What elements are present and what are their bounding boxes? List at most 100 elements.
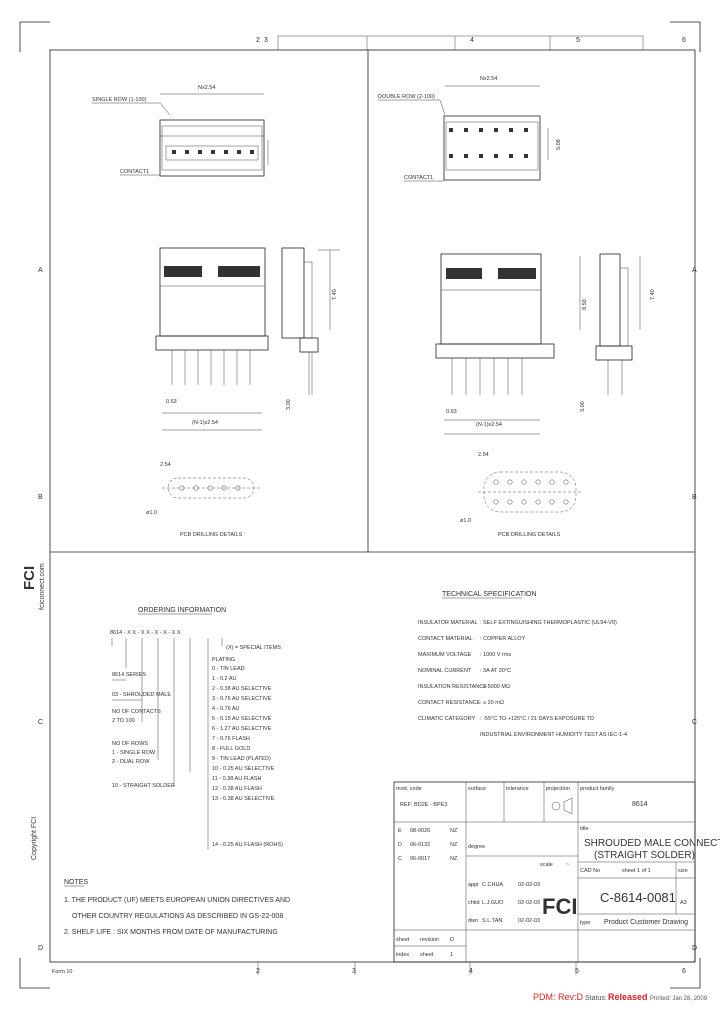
spec-value-5: : ≤ 20 mΩ (480, 700, 504, 706)
plating-6: 6 - 1.27 AU SELECTIVE (212, 726, 272, 732)
side-website: fciconnect.com (39, 563, 46, 610)
plating-11: 11 - 0.38 AU FLASH (212, 776, 261, 782)
spec-label-4: INSULATION RESISTANCE (418, 684, 487, 690)
zone-bottom-5: 5 (575, 968, 579, 975)
plating-title: PLATING (212, 657, 235, 663)
plating-7: 7 - 0.76 FLASH (212, 736, 250, 742)
chkd-name: L.J.GUO (482, 900, 504, 906)
double-row-view: DOUBLE ROW (2-100) Nx2.54 CONTACT1 5.08 (378, 76, 656, 538)
zone-bottom-3: 3 (352, 968, 356, 975)
drawing-subtitle: (STRAIGHT SOLDER) (594, 850, 695, 861)
pitch-top-right: Nx2.54 (480, 76, 497, 82)
plating-10: 10 - 0.25 AU SELECTIVE (212, 766, 275, 772)
plating-0: 0 - TIN LEAD (212, 666, 245, 672)
dim-254-a: 2.54 (160, 462, 171, 468)
type-label: type (580, 920, 590, 926)
plating-4: 4 - 0.76 AU (212, 706, 240, 712)
fci-logo-side: FCI (21, 566, 38, 590)
plating-5: 5 - 0.15 AU SELECTIVE (212, 716, 272, 722)
rev-d-number: 06-0132 (410, 842, 430, 848)
note-line-3: 2. SHELF LIFE : SIX MONTHS FROM DATE OF … (64, 929, 278, 936)
appr-label: appr (468, 882, 479, 888)
ordering-single-row: 1 - SINGLE ROW (112, 750, 156, 756)
ordering-type: 03 - SHROUDED MALE (112, 692, 171, 698)
sheet-footer-letter: D (450, 937, 454, 943)
rev-c-number: 06-0017 (410, 856, 430, 862)
ordering-title: ORDERING INFORMATION (138, 607, 226, 614)
ordering-suffix-note: (X) = SPECIAL ITEMS (226, 645, 281, 651)
ordering-rows-title: NO OF ROWS (112, 741, 148, 747)
note-line-1: 1. THE PRODUCT (UF) MEETS EUROPEAN UNION… (64, 897, 290, 904)
zone-bottom-6: 6 (682, 968, 686, 975)
spec-label-6: CLIMATIC CATEGORY (418, 716, 475, 722)
appr-name: C.CHUA (482, 882, 503, 888)
spec-value-2: : 1000 V rms (480, 652, 511, 658)
drawing-title: SHROUDED MALE CONNECTOR (584, 838, 720, 849)
degree-label: degree (468, 844, 485, 850)
chkd-label: chkd (468, 900, 480, 906)
zone-top-5: 5 (576, 37, 580, 44)
sheet-footer-rev: revision (420, 937, 439, 943)
bottom-zone-strip: 2 3 4 5 6 Form 10 (50, 961, 695, 975)
ordering-series: 8614 SERIES (112, 672, 146, 678)
zone-right-c: C (692, 719, 697, 726)
projection-symbol-icon (551, 797, 573, 815)
rev-c-initials: NZ (450, 856, 458, 862)
ordering-code: 8614 - X X - X X - X - X - X X (110, 630, 181, 636)
ordering-contacts-range: 2 TO 100 (112, 718, 135, 724)
pcb-label-left: PCB DRILLING DETAILS (180, 532, 243, 538)
fci-logo: FCI (542, 894, 577, 919)
plating-13: 13 - 0.38 AU SELECTIVE (212, 796, 275, 802)
chkd-date: 02-02-03 (518, 900, 540, 906)
hole-dia-right: ø1.0 (460, 518, 471, 524)
spec-label-5: CONTACT RESISTANCE (418, 700, 481, 706)
pitch-bottom-left: (N-1)x2.54 (192, 420, 218, 426)
product-family-label: product family (580, 786, 614, 792)
zone-letters: A B C D A B C D (38, 267, 697, 952)
side-pin-dim-right: 3.00 (580, 401, 586, 412)
note-line-2: OTHER COUNTRY REGULATIONS AS DESCRIBED I… (72, 913, 283, 920)
dim-254-b: 2.54 (478, 452, 489, 458)
spec-label-2: MAXIMUM VOLTAGE (418, 652, 472, 658)
zone-left-a: A (38, 267, 43, 274)
drawing-frame (49, 49, 696, 963)
rev-e-initials: NZ (450, 828, 458, 834)
plating-12: 12 - 0.38 AU FLASH (212, 786, 262, 792)
contact1-label: CONTACT1 (120, 169, 149, 175)
spec-label-1: CONTACT MATERIAL (418, 636, 473, 642)
modcode-value: REF: BD2E - BPE3 (400, 802, 447, 808)
modcode-label: mod. code (396, 786, 422, 792)
side-copyright: Copyright FCI (31, 817, 38, 860)
technical-specification: TECHNICAL SPECIFICATION INSULATOR MATERI… (418, 591, 627, 738)
tolerance-label: tolerance (506, 786, 529, 792)
side-pin-dim-left: 3.00 (286, 399, 292, 410)
surface-label: surface (468, 786, 486, 792)
single-row-label: SINGLE ROW (1-100) (92, 97, 147, 103)
zone-top-2: 2 (256, 37, 260, 44)
zone-left-d: D (38, 945, 43, 952)
contact1-label-right: CONTACT1 (404, 175, 433, 181)
side-height-dim-right-a: 8.50 (582, 299, 588, 310)
scale-label: scale (540, 862, 553, 868)
dwn-date: 02-02-03 (518, 918, 540, 924)
spec-label-0: INSULATOR MATERIAL (418, 620, 478, 626)
zone-right-d: D (692, 945, 697, 952)
hole-dia-left: ø1.0 (146, 510, 157, 516)
part-number: C-8614-0081 (600, 890, 676, 905)
spec-value-7: INDUSTRIAL ENVIRONMENT HUMIDITY TEST AS … (480, 732, 627, 738)
plating-14: 14 - 0.25 AU FLASH (ROHS) (212, 842, 283, 848)
corner-marks (19, 21, 701, 989)
scale-value: ~ (566, 862, 569, 868)
pdm-revision: PDM: Rev:D (533, 992, 584, 1002)
double-row-height-dim: 5.08 (556, 139, 562, 150)
rev-e-letter: E (398, 828, 402, 834)
plating-1: 1 - 0.2 AU (212, 676, 236, 682)
size-label: size (678, 868, 688, 874)
ordering-termination: 10 - STRAIGHT SOLDER (112, 783, 175, 789)
zone-top-4: 4 (470, 37, 474, 44)
ordering-contacts: NO OF CONTACTS (112, 709, 161, 715)
zone-top-3: 3 (264, 37, 268, 44)
sheet-label: sheet 1 of 1 (622, 868, 651, 874)
pdm-footer: PDM: Rev:D Status: Released Printed: Jan… (533, 992, 708, 1002)
plating-2: 2 - 0.38 AU SELECTIVE (212, 686, 272, 692)
